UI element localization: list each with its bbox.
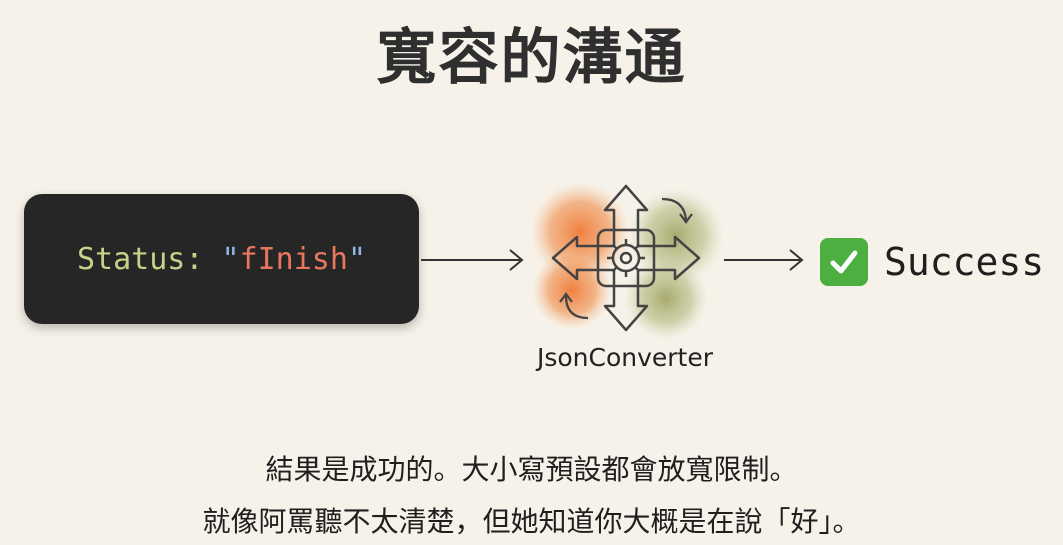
caption-line-1: 結果是成功的。大小寫預設都會放寬限制。 — [265, 453, 798, 486]
caption-line-2: 就像阿罵聽不太清楚，但她知道你大概是在說「好」。 — [202, 505, 861, 538]
arrow-to-result — [724, 249, 804, 271]
result: Success — [820, 235, 1044, 289]
code-line: Status: "fInish" — [77, 242, 366, 277]
code-key: Status: — [77, 241, 204, 277]
gear-with-arrows-icon — [530, 182, 724, 340]
code-close-quote: " — [347, 241, 366, 277]
code-value: fInish — [239, 241, 348, 277]
page-title: 寬容的溝通 — [376, 23, 687, 93]
code-open-quote: " — [221, 241, 240, 277]
code-snippet-box: Status: "fInish" — [24, 194, 419, 324]
converter-label: JsonConverter — [536, 343, 714, 372]
result-label: Success — [884, 240, 1045, 284]
check-mark-icon — [820, 238, 868, 286]
arrow-to-converter — [421, 249, 524, 271]
